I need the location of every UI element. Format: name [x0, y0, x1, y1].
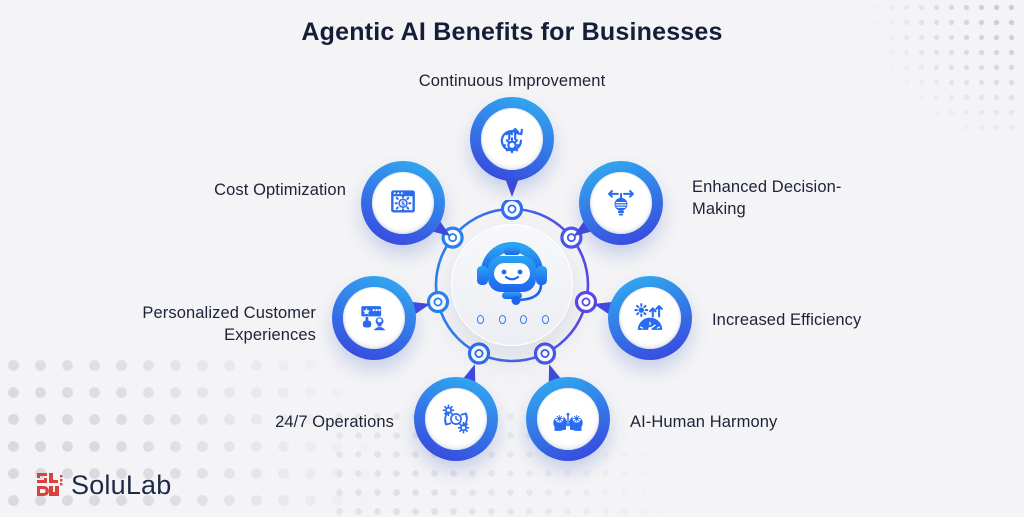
halftone-pattern-top-right — [854, 0, 1024, 140]
label-ai-human-harmony: AI-Human Harmony — [630, 413, 778, 431]
cost-optimization-icon: $ — [391, 190, 415, 213]
support-robot-icon — [477, 242, 547, 305]
bubble-ai-human-harmony — [526, 360, 610, 461]
solulab-logo: SoluLab — [36, 470, 172, 501]
bubble-personalized-customer-experiences — [332, 276, 433, 360]
solulab-logo-text: SoluLab — [71, 470, 172, 500]
24-7-operations-icon — [442, 404, 470, 434]
label-enhanced-decision-making: Enhanced Decision-Making — [692, 178, 842, 218]
increased-efficiency-icon — [634, 303, 663, 331]
enhanced-decision-making-icon — [608, 190, 634, 216]
hub-ring — [427, 200, 597, 365]
page-title: Agentic AI Benefits for Businesses — [301, 18, 723, 46]
label-increased-efficiency: Increased Efficiency — [712, 311, 862, 329]
label-cost-optimization: Cost Optimization — [214, 181, 346, 199]
label-personalized-customer-experiences: Personalized Customer Experiences — [142, 304, 316, 344]
svg-text:$: $ — [401, 200, 405, 207]
bubble-enhanced-decision-making — [567, 161, 663, 246]
label-24-7-operations: 24/7 Operations — [275, 413, 394, 431]
continuous-improvement-icon — [500, 127, 524, 154]
ai-human-harmony-icon — [553, 412, 583, 431]
bubble-24-7-operations — [414, 360, 498, 461]
personalized-customer-experiences-icon — [361, 306, 386, 331]
ring-node-icons — [427, 200, 597, 365]
label-continuous-improvement: Continuous Improvement — [418, 72, 606, 90]
bubble-increased-efficiency — [591, 276, 692, 360]
bubble-cost-optimization: $ — [361, 161, 457, 246]
bubble-continuous-improvement — [470, 97, 554, 197]
solulab-logo-mark-icon — [37, 473, 63, 496]
pagination-dots — [477, 315, 549, 324]
